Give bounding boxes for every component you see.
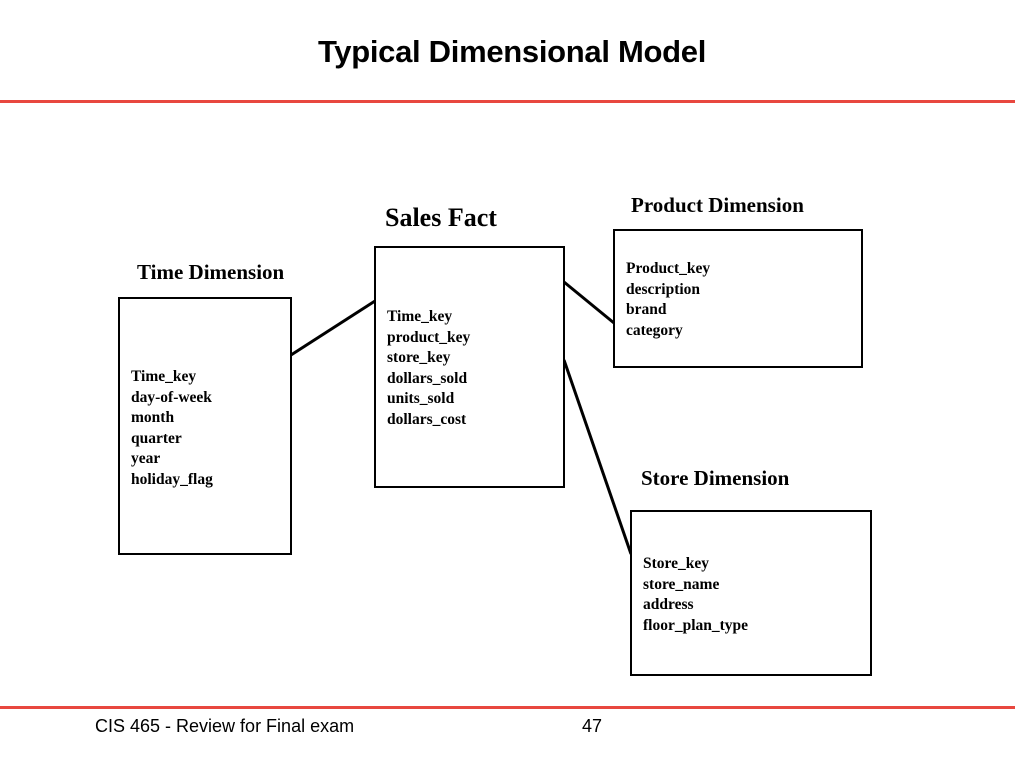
footer-divider	[0, 706, 1015, 709]
field: Store_key	[643, 555, 710, 572]
sales-to-store-connector	[562, 359, 633, 555]
field: store_key	[387, 349, 451, 366]
field: address	[643, 596, 694, 613]
page-number: 47	[582, 716, 603, 736]
field: quarter	[131, 429, 182, 447]
field: units_sold	[387, 390, 455, 407]
store-dimension-box: Store_key store_name address floor_plan_…	[630, 510, 872, 676]
field: floor_plan_type	[643, 616, 749, 634]
sales-to-product-connector	[563, 280, 615, 325]
product-dimension-box: Product_key description brand category	[613, 229, 863, 368]
time-dimension-fields: Time_key day-of-week month quarter year …	[131, 367, 213, 490]
field: dollars_cost	[387, 410, 467, 428]
field: month	[131, 409, 175, 426]
time-to-sales-connector	[290, 299, 376, 357]
footer-course-label: CIS 465 - Review for Final exam	[95, 716, 355, 736]
slide-title: Typical Dimensional Model	[317, 34, 707, 69]
field: store_name	[643, 575, 720, 593]
product-dimension-title: Product Dimension	[631, 193, 804, 217]
field: description	[626, 280, 701, 298]
field: Time_key	[387, 308, 453, 325]
field: Product_key	[626, 260, 711, 277]
time-dimension-box: Time_key day-of-week month quarter year …	[118, 297, 292, 555]
field: dollars_sold	[387, 369, 468, 387]
field: year	[131, 450, 161, 467]
title-divider	[0, 100, 1015, 103]
field: product_key	[387, 328, 471, 346]
sales-fact-fields: Time_key product_key store_key dollars_s…	[387, 307, 470, 430]
field: holiday_flag	[131, 470, 213, 488]
product-dimension-fields: Product_key description brand category	[626, 259, 710, 341]
field: Time_key	[131, 368, 197, 385]
sales-fact-title: Sales Fact	[385, 203, 497, 232]
field: day-of-week	[131, 388, 212, 406]
store-dimension-fields: Store_key store_name address floor_plan_…	[643, 554, 748, 636]
sales-fact-box: Time_key product_key store_key dollars_s…	[374, 246, 565, 488]
store-dimension-title: Store Dimension	[641, 466, 790, 490]
time-dimension-title: Time Dimension	[137, 260, 285, 284]
field: brand	[626, 301, 667, 318]
field: category	[626, 321, 683, 339]
